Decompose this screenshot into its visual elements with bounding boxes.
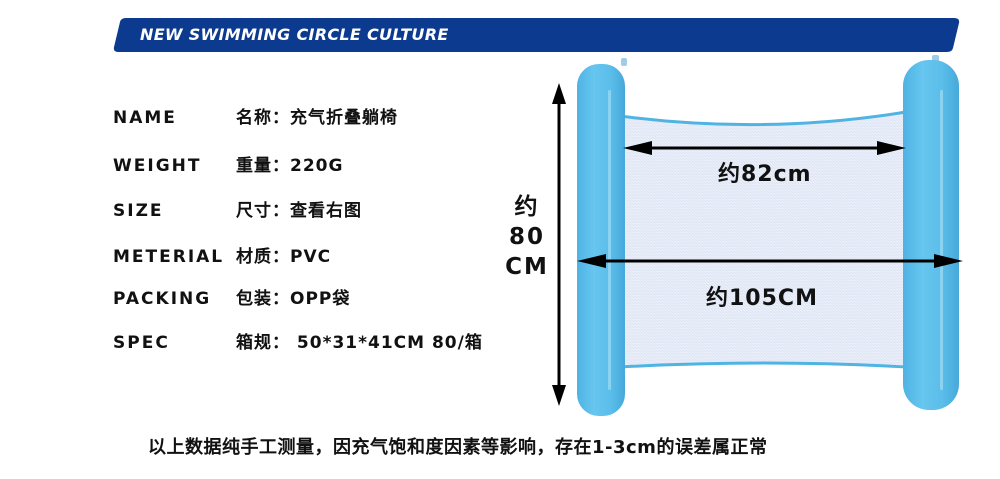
mesh-seat: [620, 112, 906, 368]
spec-key: WEIGHT: [113, 156, 202, 176]
spec-value: 材质：PVC: [236, 247, 332, 267]
total-width-label: 约105CM: [706, 286, 818, 311]
height-unit: CM: [505, 254, 549, 280]
right-tube: [903, 60, 959, 410]
spec-key: SPEC: [113, 333, 170, 353]
spec-key: SIZE: [113, 201, 164, 221]
banner-shape: [113, 18, 960, 52]
banner-title: NEW SWIMMING CIRCLE CULTURE: [140, 25, 449, 44]
height-prefix: 约: [514, 194, 540, 220]
height-value: 80: [508, 224, 545, 250]
left-tube: [577, 64, 625, 416]
header-banner: NEW SWIMMING CIRCLE CULTURE: [112, 18, 960, 52]
spec-key: PACKING: [113, 289, 212, 309]
height-dimension-label: 约 80 CM: [505, 192, 549, 282]
mesh-width-label: 约82cm: [718, 162, 812, 187]
spec-value: 尺寸：查看右图: [236, 201, 362, 221]
inflatable-lounger-illustration: [552, 55, 963, 416]
spec-key: METERIAL: [113, 247, 225, 267]
spec-value: 重量：220G: [236, 156, 344, 176]
measurement-note: 以上数据纯手工测量，因充气饱和度因素等影响，存在1-3cm的误差属正常: [148, 437, 768, 458]
spec-value: 箱规： 50*31*41CM 80/箱: [236, 333, 483, 353]
spec-value: 包装：OPP袋: [236, 289, 351, 309]
spec-value: 名称：充气折叠躺椅: [236, 108, 398, 128]
product-image: [540, 50, 980, 430]
spec-key: NAME: [113, 108, 177, 128]
